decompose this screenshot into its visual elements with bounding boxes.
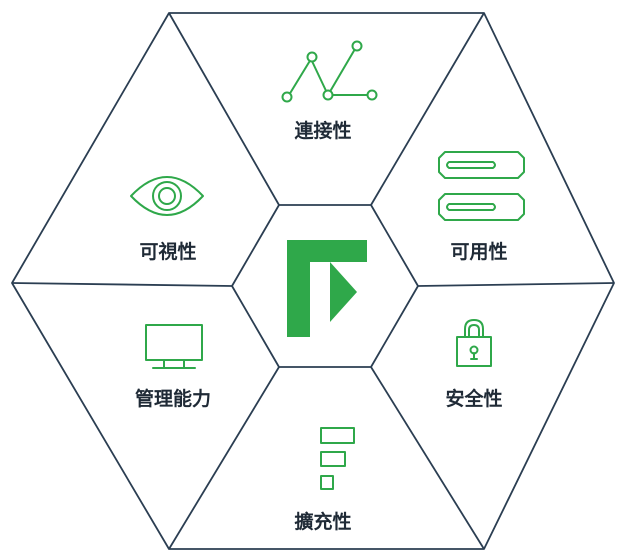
label-security: 安全性 [445,387,502,410]
server-rack-icon [438,151,525,221]
segment-connectivity[interactable]: 連接性 [281,40,378,143]
label-availability: 可用性 [450,240,507,263]
network-graph-icon [281,40,378,103]
label-visibility: 可視性 [139,240,196,263]
monitor-icon [145,324,203,369]
stacked-boxes-icon [320,427,355,490]
label-connectivity: 連接性 [294,119,351,142]
segment-availability[interactable]: 可用性 [438,151,525,263]
padlock-icon [456,319,492,367]
label-management: 管理能力 [135,387,211,410]
inner-hexagon [231,204,419,368]
label-scalability: 擴充性 [294,510,351,533]
outer-hexagon [11,12,615,550]
segment-scalability[interactable]: 擴充性 [294,427,355,533]
eye-icon [130,176,204,216]
segment-visibility[interactable]: 可視性 [130,176,204,263]
spoke-lines [11,12,615,550]
segment-management[interactable]: 管理能力 [135,324,211,410]
segment-security[interactable]: 安全性 [445,319,503,410]
forescout-logo-icon [287,240,367,337]
